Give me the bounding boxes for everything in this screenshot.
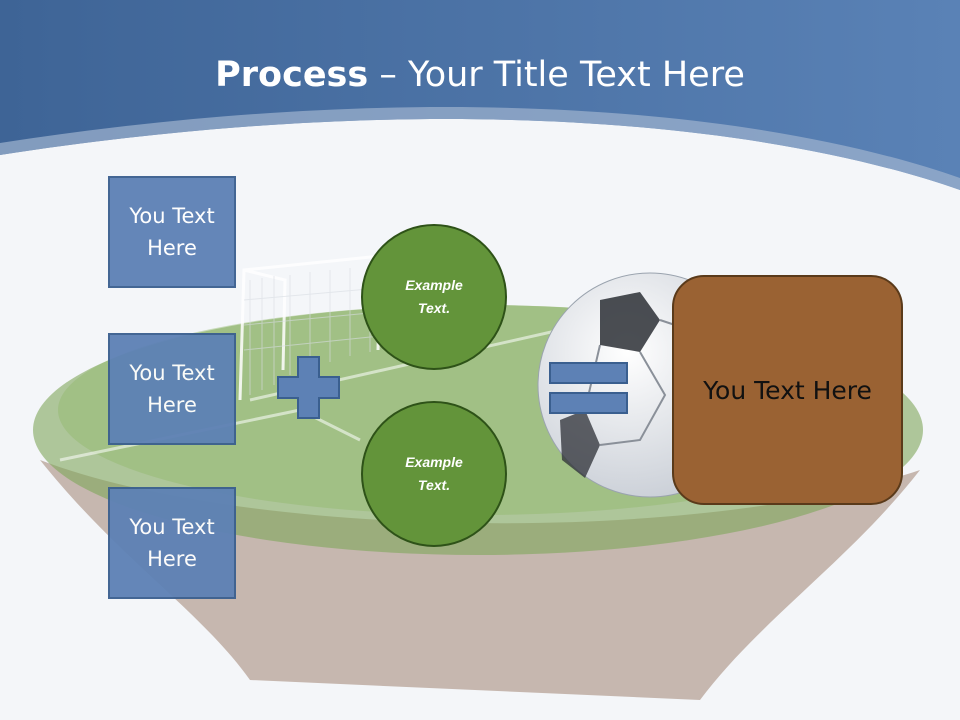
input-box-1[interactable]: You Text Here bbox=[108, 176, 236, 288]
input-box-2[interactable]: You Text Here bbox=[108, 333, 236, 445]
example-circle-1[interactable]: Example Text. bbox=[361, 224, 507, 370]
result-label: You Text Here bbox=[703, 375, 872, 405]
result-box[interactable]: You Text Here bbox=[672, 275, 903, 505]
input-box-3[interactable]: You Text Here bbox=[108, 487, 236, 599]
plus-icon bbox=[277, 356, 340, 419]
equals-icon bbox=[549, 362, 628, 414]
input-box-label: You Text Here bbox=[129, 361, 215, 417]
circle-label: Example Text. bbox=[405, 277, 463, 316]
title-rest: – Your Title Text Here bbox=[368, 55, 745, 95]
input-box-label: You Text Here bbox=[129, 515, 215, 571]
example-circle-2[interactable]: Example Text. bbox=[361, 401, 507, 547]
circle-label: Example Text. bbox=[405, 454, 463, 493]
slide-title: Process – Your Title Text Here bbox=[0, 52, 960, 98]
title-bold: Process bbox=[215, 55, 369, 95]
input-box-label: You Text Here bbox=[129, 204, 215, 260]
